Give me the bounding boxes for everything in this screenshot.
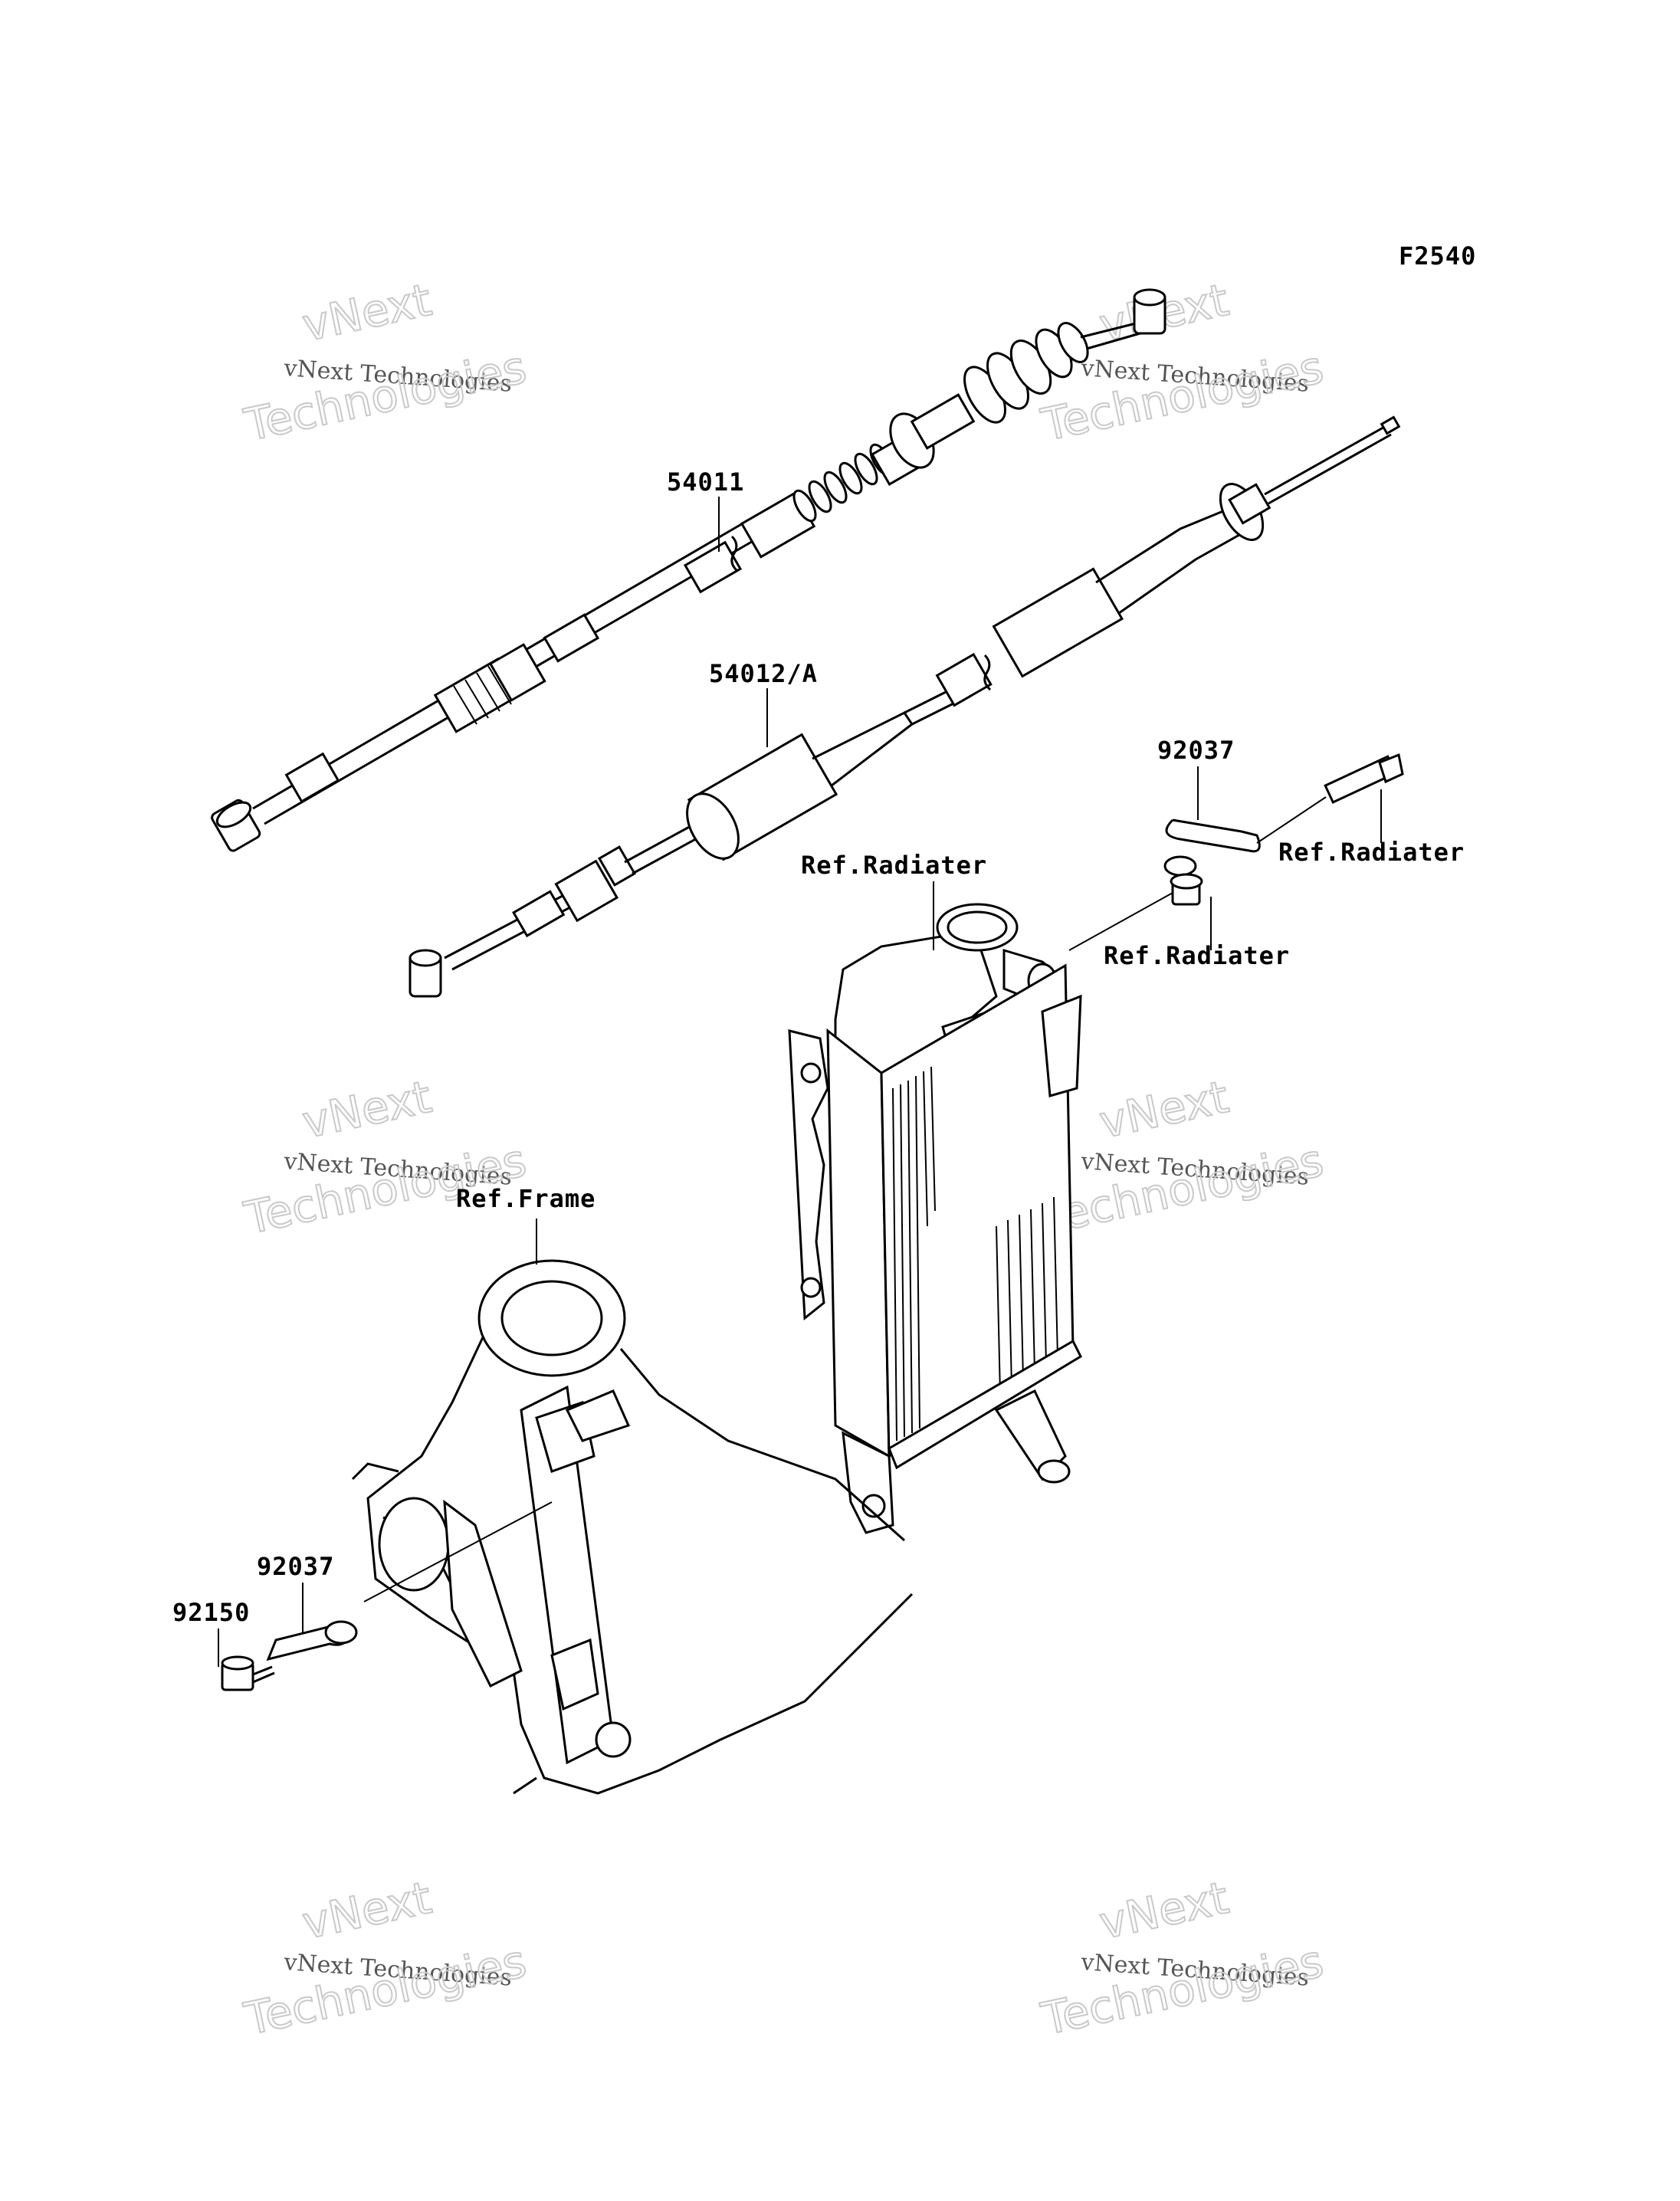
watermark-technologies: Technologies: [240, 1935, 531, 2045]
label-92150: 92150: [172, 1598, 250, 1627]
bolt-radiater: [1324, 753, 1404, 804]
collar-radiater: [1170, 873, 1203, 906]
label-ref-radiater-collar: Ref.Radiater: [1104, 941, 1290, 970]
watermark-vnext: vNext: [1095, 1871, 1233, 1950]
cable-spring: [792, 443, 894, 523]
watermark-top-left: vNext vNext Technologies Technologies: [239, 273, 532, 452]
watermark-vnext: vNext: [298, 1871, 436, 1950]
watermark-technologies: Technologies: [1037, 1935, 1328, 2045]
label-92037-bottom: 92037: [257, 1552, 334, 1581]
watermark-mid-right: vNext vNext Technologies Technologies: [1036, 1070, 1329, 1245]
cable-boot: [963, 322, 1089, 424]
assembly-line-radiater: [1068, 892, 1173, 951]
label-54012a: 54012/A: [709, 659, 818, 688]
watermark-vnext: vNext: [298, 1071, 436, 1149]
clamp-92037-bottom: [266, 1620, 358, 1661]
clutch-cable-54011: [211, 288, 1166, 852]
diagram-id: F2540: [1399, 241, 1476, 271]
frame-reference: [351, 1259, 914, 1795]
label-ref-radiater-top: Ref.Radiater: [801, 851, 987, 880]
label-92037-top: 92037: [1157, 736, 1235, 765]
watermark-vnext: vNext: [298, 274, 436, 352]
clamp-92037-top: [1163, 818, 1261, 877]
leader-lines: [218, 497, 1382, 1667]
watermark-mid-left: vNext vNext Technologies Technologies: [239, 1070, 532, 1245]
watermark-vnext: vNext: [1095, 1071, 1233, 1149]
label-54011: 54011: [667, 467, 744, 497]
label-ref-frame: Ref.Frame: [456, 1184, 596, 1213]
radiator-core-fins: [892, 1066, 1058, 1442]
watermark-technologies: Technologies: [1037, 1134, 1328, 1245]
watermark-technologies: Technologies: [240, 341, 531, 451]
throttle-cable-54012a: [409, 415, 1401, 998]
assembly-line-frame: [363, 1501, 553, 1602]
label-ref-radiater-right: Ref.Radiater: [1278, 838, 1465, 867]
watermark-bottom-right: vNext vNext Technologies Technologies: [1036, 1871, 1329, 2046]
bolt-92150: [221, 1655, 275, 1691]
assembly-line-bolt: [1256, 796, 1327, 844]
radiator-reference: [788, 903, 1082, 1534]
watermark-bottom-left: vNext vNext Technologies Technologies: [239, 1871, 532, 2046]
